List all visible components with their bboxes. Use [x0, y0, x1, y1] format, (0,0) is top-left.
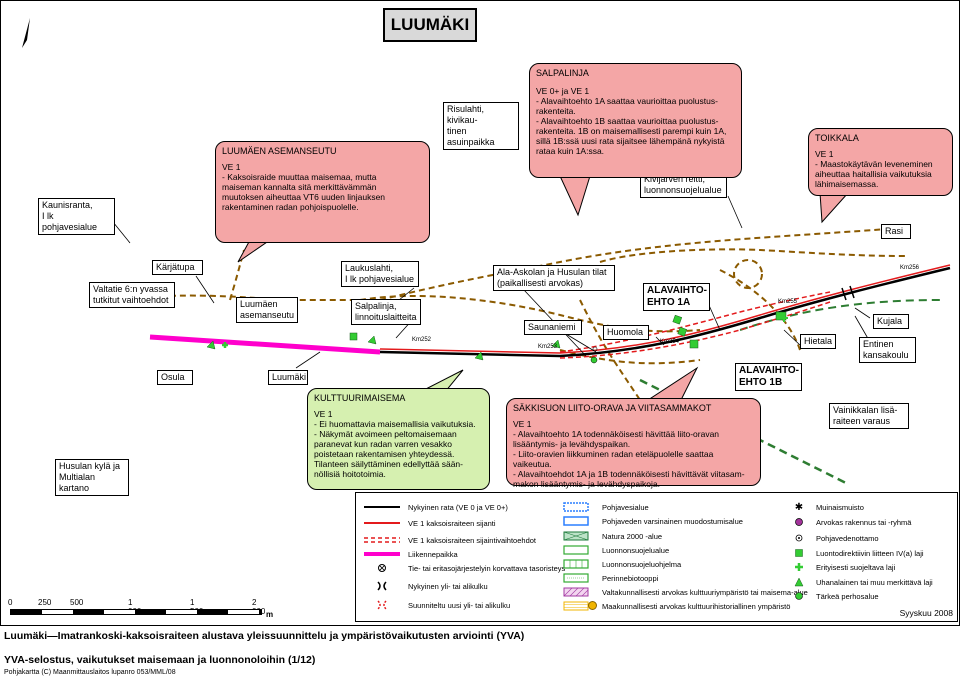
km-marker: Km254 — [660, 339, 679, 345]
footer-subtitle: YVA-selostus, vaikutukset maisemaan ja l… — [4, 654, 315, 666]
valuable-site-icon — [588, 601, 597, 610]
scale-graphic — [10, 609, 262, 615]
scale-tick: 0 — [8, 598, 12, 607]
callout-text: VE 1 - Ei huomattavia maisemallisia vaik… — [314, 409, 483, 479]
label-laukuslahti: Laukuslahti, I lk pohjavesialue — [341, 261, 419, 287]
callout-toikkala: TOIKKALA VE 1 - Maastokäytävän levenemin… — [808, 128, 953, 196]
roundabout-icon — [734, 260, 762, 288]
legend-item: Pohjaveden varsinainen muodostumisalue — [556, 516, 743, 526]
callout-title: KULTTUURIMAISEMA — [314, 393, 483, 403]
callout-title: SALPALINJA — [536, 68, 735, 78]
scale-unit: m — [266, 610, 273, 619]
label-luumaki: Luumäki — [268, 370, 308, 385]
label-husulan-kyla: Husulan kylä ja Multialan kartano — [55, 459, 129, 496]
label-luumaen-asemanseutu: Luumäen asemanseutu — [236, 297, 298, 323]
legend-item: Luontodirektiivin liitteen IV(a) laji — [788, 548, 924, 558]
callout-sakkisuon: SÄKKISUON LIITO-ORAVA JA VIITASAMMAKOT V… — [506, 398, 761, 486]
legend-item: Natura 2000 -alue — [556, 531, 662, 541]
legend-item: Liikennepaikka — [362, 549, 458, 559]
map-title: LUUMÄKI — [383, 8, 477, 42]
footer-copyright: Pohjakartta (C) Maanmittauslaitos lupanr… — [4, 669, 176, 676]
callout-title: LUUMÄEN ASEMANSEUTU — [222, 146, 423, 156]
label-osula: Osula — [157, 370, 193, 385]
label-karajatupa: Kärjätupa — [152, 260, 203, 275]
label-vainikkalan: Vainikkalan lisä- raiteen varaus — [829, 403, 909, 429]
liikennepaikka-line — [150, 337, 380, 352]
scale-bar: 0 250 500 1 000 1 500 2 000 m — [4, 592, 276, 622]
label-kaunisranta: Kaunisranta, I lk pohjavesialue — [38, 198, 115, 235]
legend-date: Syyskuu 2008 — [900, 608, 953, 618]
legend-item: Nykyinen rata (VE 0 ja VE 0+) — [362, 502, 508, 512]
callout-text: VE 1 - Alavaihtoehto 1A todennäköisesti … — [513, 419, 754, 489]
legend-item: Luonnonsuojeluohjelma — [556, 559, 681, 569]
legend-item: Pohjavedenottamo — [788, 533, 879, 543]
legend-item: Luonnonsuojelualue — [556, 545, 669, 555]
legend-item: Erityisesti suojeltava laji — [788, 562, 895, 572]
legend-item: Uhanalainen tai muu merkittävä laji — [788, 577, 933, 587]
legend-item: ✱ Muinaismuisto — [788, 502, 864, 512]
callout-text: VE 1 - Kaksoisraide muuttaa maisemaa, mu… — [222, 162, 423, 212]
km-marker: Km255 — [778, 299, 797, 305]
callout-kulttuurimaisema: KULTTUURIMAISEMA VE 1 - Ei huomattavia m… — [307, 388, 490, 490]
scale-tick: 500 — [70, 598, 83, 607]
label-risulahti: Risulahti, kivikau- tinen asuinpaikka — [443, 102, 519, 150]
scale-tick: 250 — [38, 598, 51, 607]
asterisk-icon: ✱ — [788, 502, 810, 512]
label-hietala: Hietala — [800, 334, 836, 349]
legend-item: Tie- tai eritasojärjestelyin korvattava … — [362, 563, 565, 573]
label-salpalinja: Salpalinja, linnoituslaitteita — [351, 299, 421, 325]
callout-asemanseutu: LUUMÄEN ASEMANSEUTU VE 1 - Kaksoisraide … — [215, 141, 430, 243]
label-alavaihtoehto-1b: ALAVAIHTO- EHTO 1B — [735, 363, 802, 391]
label-alavaihtoehto-1a: ALAVAIHTO- EHTO 1A — [643, 283, 710, 311]
km-marker: Km253 — [538, 344, 557, 350]
north-arrow-icon — [22, 18, 30, 48]
callout-text: VE 0+ ja VE 1 - Alavaihtoehto 1A saattaa… — [536, 86, 735, 156]
label-entinen-kansakoulu: Entinen kansakoulu — [859, 337, 916, 363]
legend-item: Nykyinen yli- tai alikulku — [362, 581, 488, 591]
label-valtatie: Valtatie 6:n yvassa tutkitut vaihtoehdot — [89, 282, 175, 308]
legend-item: Perinnebiotooppi — [556, 573, 658, 583]
callout-salpalinja: SALPALINJA VE 0+ ja VE 1 - Alavaihtoehto… — [529, 63, 742, 178]
legend-item: VE 1 kaksoisraiteen sijanti — [362, 518, 496, 528]
legend-item: Tärkeä perhosalue — [788, 591, 879, 601]
label-saunaniemi: Saunaniemi — [524, 320, 582, 335]
label-ala-askola: Ala-Askolan ja Husulan tilat (paikallise… — [493, 265, 615, 291]
label-rasi: Rasi — [881, 224, 911, 239]
footer-title: Luumäki—Imatrankoski-kaksoisraiteen alus… — [4, 630, 524, 642]
label-huomola: Huomola — [603, 325, 649, 340]
legend-item: Suunniteltu uusi yli- tai alikulku — [362, 600, 510, 610]
callout-title: SÄKKISUON LIITO-ORAVA JA VIITASAMMAKOT — [513, 403, 754, 413]
map-legend: Nykyinen rata (VE 0 ja VE 0+) VE 1 kakso… — [355, 492, 958, 622]
label-kujala: Kujala — [873, 314, 909, 329]
km-marker: Km252 — [412, 337, 431, 343]
legend-item: Valtakunnallisesti arvokas kulttuuriympä… — [556, 587, 808, 597]
page-footer: Luumäki—Imatrankoski-kaksoisraiteen alus… — [0, 625, 960, 680]
legend-item: Arvokas rakennus tai -ryhmä — [788, 517, 911, 527]
km-marker: Km256 — [900, 265, 919, 271]
callout-title: TOIKKALA — [815, 133, 946, 143]
legend-item: Pohjavesialue — [556, 502, 649, 512]
callout-text: VE 1 - Maastokäytävän leveneminen aiheut… — [815, 149, 946, 189]
legend-item: VE 1 kaksoisraiteen sijaintivaihtoehdot — [362, 535, 536, 545]
